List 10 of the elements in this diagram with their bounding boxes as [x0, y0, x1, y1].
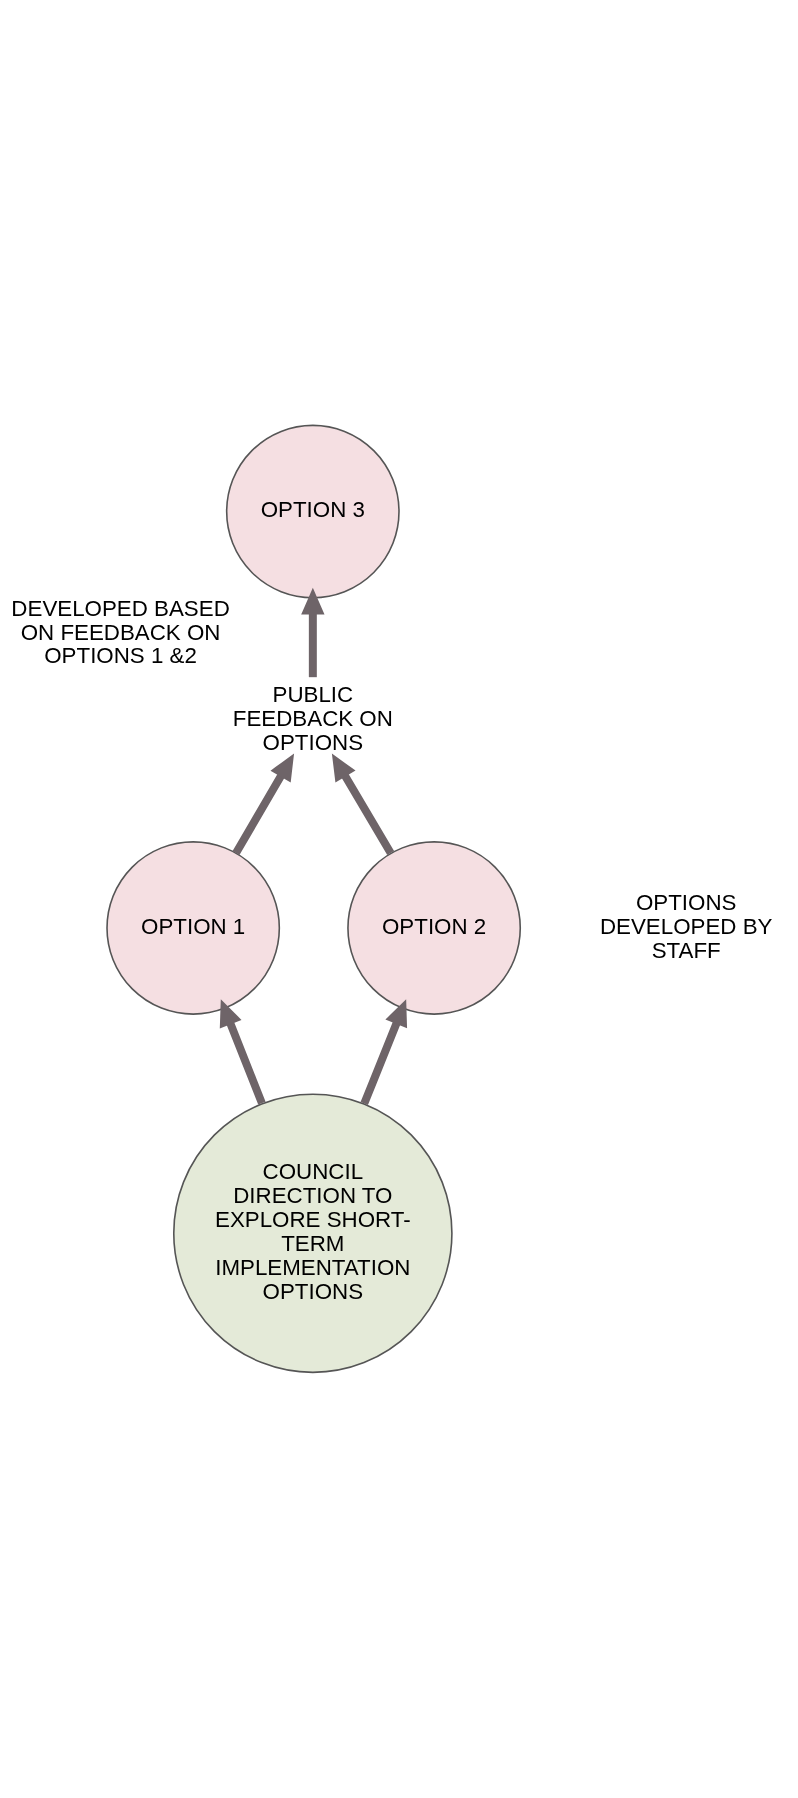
- node-circle: OPTION 1: [106, 841, 281, 1015]
- node-circle: OPTION 3: [225, 424, 400, 599]
- arrow: [331, 753, 395, 855]
- arrow: [360, 999, 408, 1106]
- arrow: [219, 999, 266, 1105]
- arrow: [232, 753, 295, 855]
- node-circle: OPTION 2: [347, 841, 522, 1015]
- node-circle: COUNCIL DIRECTION TO EXPLORE SHORT-TERM IMPLEMENTATION OPTIONS: [172, 1093, 453, 1374]
- label: OPTIONS DEVELOPED BY STAFF: [599, 889, 773, 963]
- node-text: PUBLIC FEEDBACK ON OPTIONS: [232, 681, 393, 755]
